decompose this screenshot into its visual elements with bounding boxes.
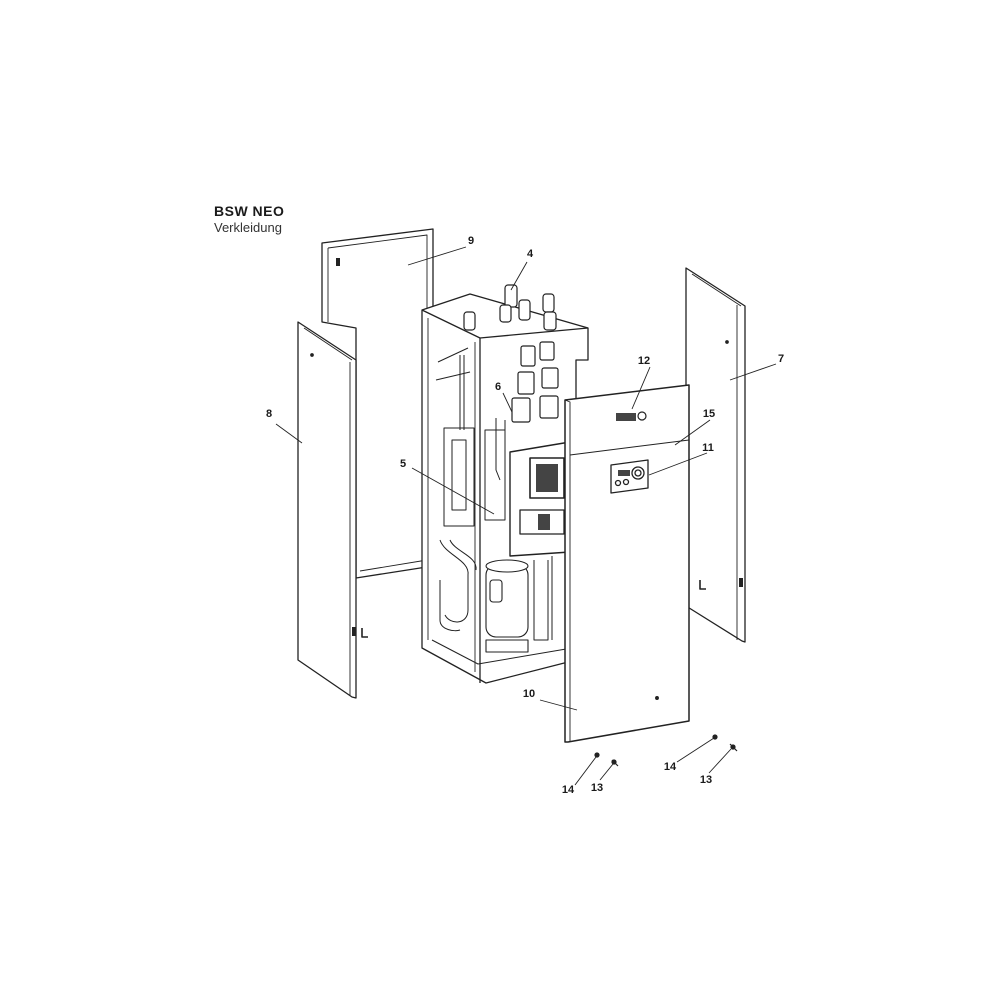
side-panel-7 [686,268,745,642]
callout-13-a: 13 [590,782,604,794]
callout-5: 5 [399,458,407,470]
leader-lines [276,247,776,785]
callout-13-b: 13 [699,774,713,786]
controller-module [510,442,570,556]
compressor [486,560,528,652]
callout-10: 10 [522,688,536,700]
callout-14-a: 14 [561,784,575,796]
front-panel-10 [565,385,689,742]
callout-14-b: 14 [663,761,677,773]
callout-8: 8 [265,408,273,420]
callout-12: 12 [637,355,651,367]
top-connectors [464,285,558,422]
callout-6: 6 [494,381,502,393]
callout-4: 4 [526,248,534,260]
callout-7: 7 [777,353,785,365]
callout-9: 9 [467,235,475,247]
control-panel-11 [611,460,648,493]
brand-logo [616,412,646,421]
callout-15: 15 [702,408,716,420]
switch-box [444,428,505,526]
page-subtitle: Verkleidung [214,220,282,235]
page-title: BSW NEO [214,203,285,219]
side-panel-8 [298,322,368,698]
internal-pipework [436,348,552,640]
heat-pump-body [422,285,588,683]
callout-11: 11 [702,442,714,454]
